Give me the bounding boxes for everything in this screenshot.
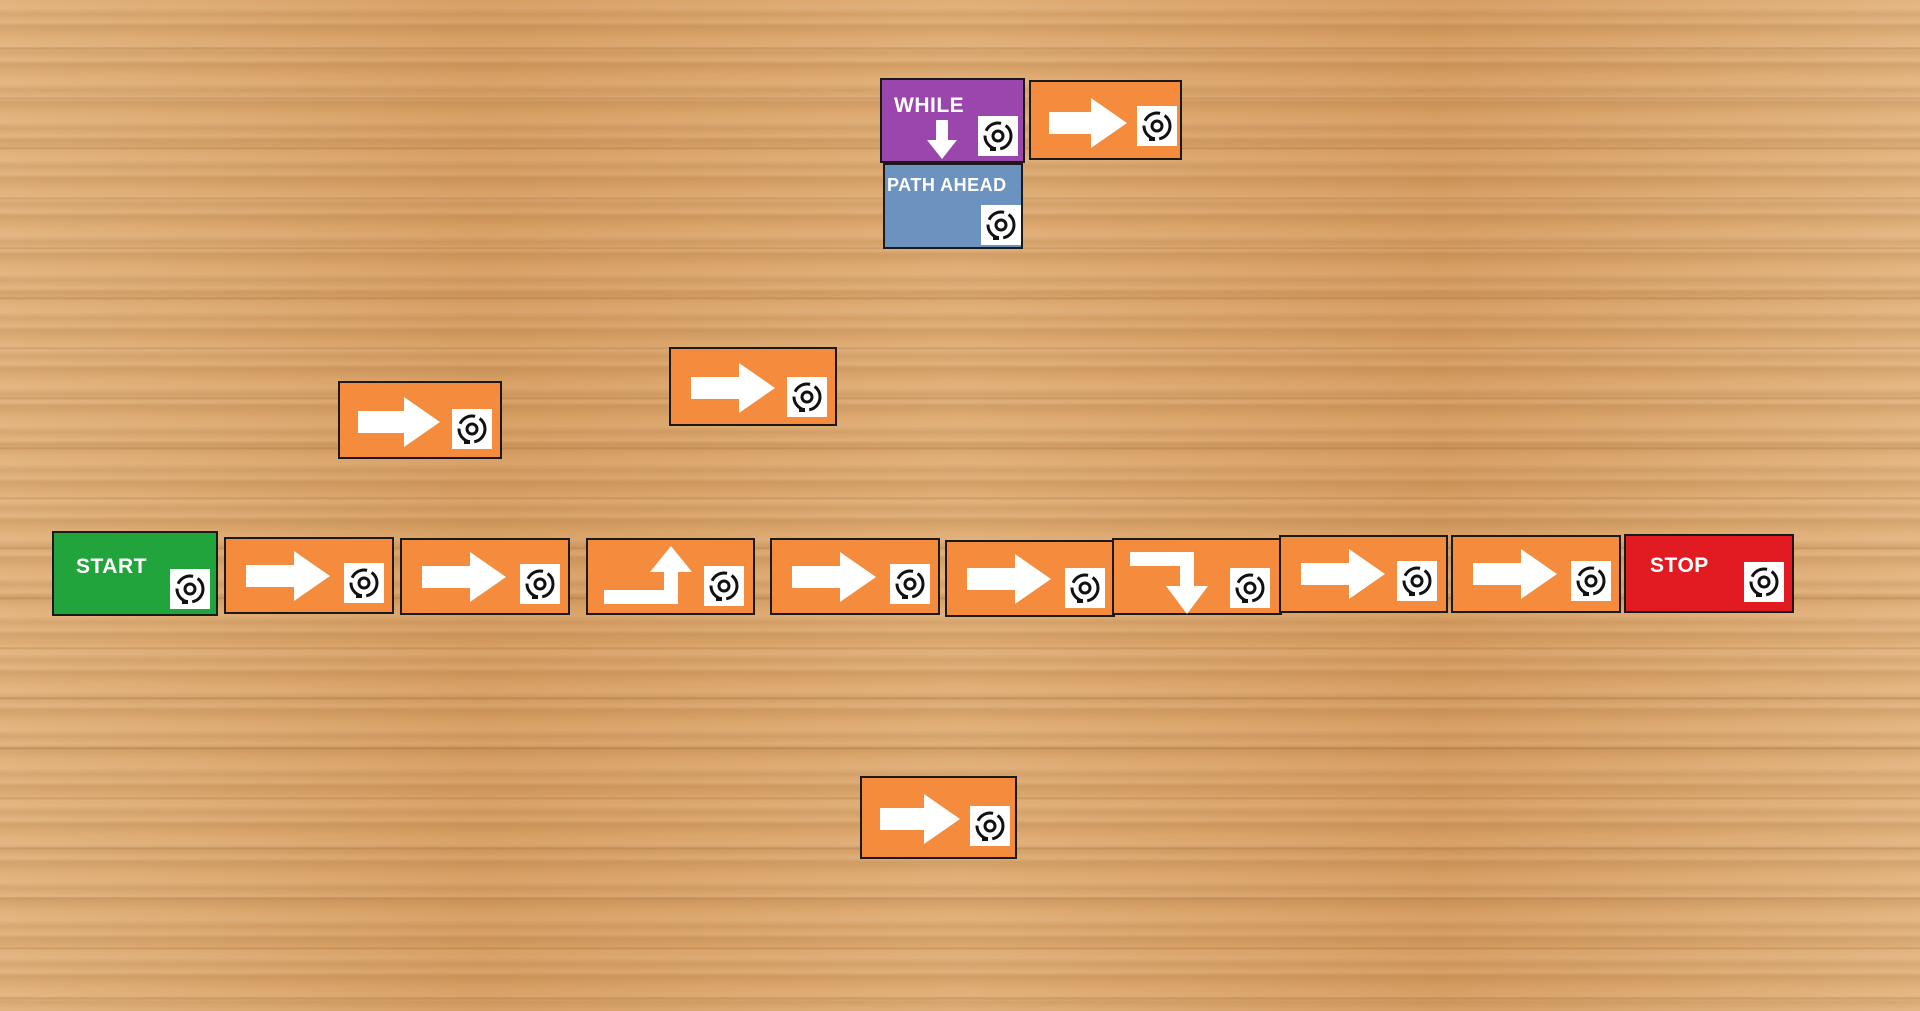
arrow-right-icon bbox=[1473, 549, 1557, 599]
fiducial-marker-icon bbox=[1137, 106, 1177, 146]
arrow-right-icon bbox=[1049, 98, 1127, 148]
fiducial-marker-icon bbox=[787, 377, 827, 417]
arrow-right-icon bbox=[691, 363, 775, 413]
fiducial-marker-icon bbox=[520, 564, 560, 604]
start-label: START bbox=[76, 555, 147, 578]
move-forward-tile[interactable] bbox=[770, 538, 940, 615]
arrow-right-icon bbox=[246, 551, 330, 601]
fiducial-marker-icon bbox=[344, 563, 384, 603]
fiducial-marker-icon bbox=[981, 205, 1021, 245]
move-forward-tile[interactable] bbox=[945, 540, 1115, 617]
move-forward-tile[interactable] bbox=[1029, 80, 1182, 160]
turn-left-arrow-icon bbox=[604, 546, 692, 604]
stop-tile[interactable]: STOP bbox=[1624, 534, 1794, 613]
turn-right-arrow-icon bbox=[1130, 552, 1208, 614]
fiducial-marker-icon bbox=[170, 569, 210, 609]
move-forward-tile[interactable] bbox=[1451, 535, 1621, 613]
arrow-right-icon bbox=[1301, 549, 1385, 599]
stop-label: STOP bbox=[1650, 554, 1709, 577]
move-forward-tile[interactable] bbox=[400, 538, 570, 615]
move-forward-tile[interactable] bbox=[338, 381, 502, 459]
move-forward-tile[interactable] bbox=[860, 776, 1017, 859]
while-tile[interactable]: WHILE bbox=[880, 78, 1025, 163]
turn-right-tile[interactable] bbox=[1112, 538, 1282, 615]
fiducial-marker-icon bbox=[704, 566, 744, 606]
move-forward-tile[interactable] bbox=[1279, 535, 1448, 613]
arrow-right-icon bbox=[792, 552, 876, 602]
fiducial-marker-icon bbox=[1397, 561, 1437, 601]
fiducial-marker-icon bbox=[890, 564, 930, 604]
fiducial-marker-icon bbox=[452, 409, 492, 449]
path-ahead-tile[interactable]: PATH AHEAD bbox=[883, 163, 1023, 249]
fiducial-marker-icon bbox=[1571, 561, 1611, 601]
fiducial-marker-icon bbox=[1744, 562, 1784, 602]
move-forward-tile[interactable] bbox=[669, 347, 837, 426]
fiducial-marker-icon bbox=[970, 806, 1010, 846]
fiducial-marker-icon bbox=[1230, 568, 1270, 608]
arrow-right-icon bbox=[967, 554, 1051, 604]
arrow-down-icon bbox=[927, 120, 957, 159]
start-tile[interactable]: START bbox=[52, 531, 218, 616]
path-ahead-label: PATH AHEAD bbox=[887, 175, 1007, 195]
arrow-right-icon bbox=[422, 552, 506, 602]
fiducial-marker-icon bbox=[978, 116, 1018, 156]
turn-left-tile[interactable] bbox=[586, 538, 755, 615]
move-forward-tile[interactable] bbox=[224, 537, 394, 614]
while-label: WHILE bbox=[894, 94, 965, 117]
fiducial-marker-icon bbox=[1065, 568, 1105, 608]
arrow-right-icon bbox=[358, 397, 440, 447]
arrow-right-icon bbox=[880, 794, 960, 844]
